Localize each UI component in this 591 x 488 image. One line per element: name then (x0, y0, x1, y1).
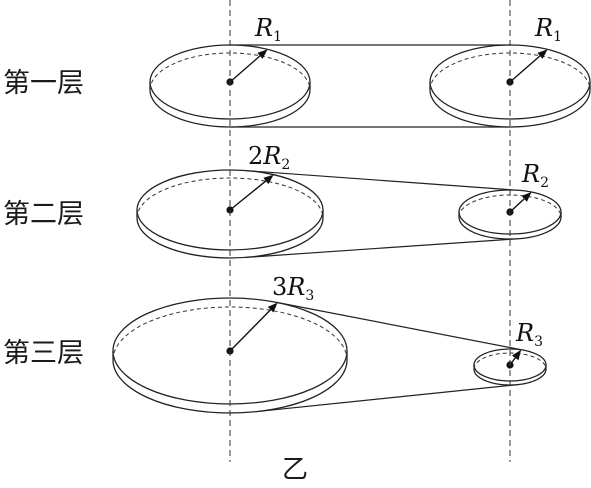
layer-1-label: 第一层 (3, 68, 84, 99)
belt-bottom-line (255, 384, 518, 413)
radius-arrow-head (267, 302, 278, 313)
radius-symbol: R (534, 14, 553, 42)
belts (230, 44, 525, 413)
radius-subscript: 3 (534, 334, 543, 350)
layer2-belt (244, 169, 519, 259)
layer2-left-radius-label: 2R2 (248, 142, 290, 173)
radius-symbol: R (286, 273, 305, 301)
radius-arrow-shaft (229, 180, 267, 211)
radius-arrow-head (263, 174, 274, 185)
radius-subscript: 1 (273, 29, 282, 45)
radius-coefficient: 2 (248, 142, 263, 170)
layer1-right-radius-label: R1 (534, 14, 562, 45)
radius-arrow-head (257, 49, 268, 59)
radius-arrow-shaft (229, 309, 272, 352)
belt-top-line (245, 169, 519, 191)
radius-symbol: R (254, 14, 273, 42)
radius-symbol: R (521, 160, 540, 188)
radius-arrow-shaft (509, 55, 541, 83)
belt-top-line (275, 301, 525, 351)
radius-coefficient: 3 (272, 273, 287, 301)
layer3-right-radius-label: R3 (515, 319, 543, 350)
radius-arrow-head (511, 349, 522, 361)
layer1-left-radius-label: R1 (254, 14, 282, 45)
belt-bottom-line (244, 238, 519, 259)
radius-arrow-shaft (229, 55, 261, 83)
pulley-hidden-edge (136, 177, 324, 219)
layer2-right-pulley-radius (506, 192, 532, 216)
radius-arrow-head (521, 192, 532, 202)
layer-3-label: 第三层 (3, 338, 84, 369)
radius-symbol: R (262, 142, 281, 170)
radius-arrows (226, 49, 548, 369)
layer-2-label: 第二层 (3, 199, 84, 230)
pulley-hidden-edge (112, 306, 348, 361)
radius-symbol: R (515, 319, 534, 347)
layer3-belt (255, 301, 525, 413)
layer3-left-radius-label: 3R3 (272, 273, 314, 304)
radius-subscript: 1 (553, 29, 562, 45)
radius-subscript: 3 (305, 288, 314, 304)
layer1-belt (230, 44, 510, 128)
radius-subscript: 2 (540, 175, 549, 191)
radius-subscript: 2 (281, 157, 290, 173)
radius-arrow-head (537, 49, 548, 59)
figure-caption: 乙 (282, 455, 308, 485)
layer2-right-radius-label: R2 (521, 160, 549, 191)
